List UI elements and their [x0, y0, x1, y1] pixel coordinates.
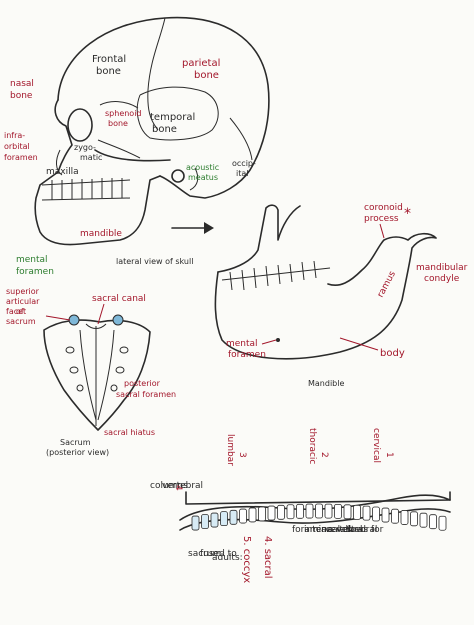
sphenoid-label: sphenoid bone: [105, 109, 144, 128]
vertebra-segment: [381, 507, 390, 523]
vertebra-segment: [410, 511, 418, 527]
vertebra-segment: [191, 515, 200, 531]
vertebra-segment: [400, 510, 409, 525]
canal-note: allows for a vertebral canal. & interver…: [292, 525, 386, 535]
vertebra-segments: [191, 503, 447, 531]
sacral-hiatus-label: sacral hiatus: [104, 428, 155, 437]
region-2-number: 2: [319, 452, 329, 458]
posterior-foramen-label: posterior sacral foramen: [116, 379, 176, 399]
vertebra-segment: [286, 504, 295, 520]
vertebra-segment: [210, 512, 219, 528]
nasal-label: nasal bone: [10, 79, 37, 101]
sacrum-caption: Sacrum (posterior view): [46, 438, 109, 457]
vertebra-segment: [315, 503, 323, 519]
vertebra-segment: [438, 515, 447, 531]
mental-foramen-label: mental foramen: [16, 255, 54, 277]
acoustic-label: acoustic meatus: [186, 163, 222, 182]
vertebra-segment: [305, 503, 314, 519]
region-3-number: 3: [237, 452, 247, 458]
coronoid-asterisk: *: [404, 206, 411, 222]
vertebra-segment: [419, 512, 428, 528]
skull-caption: lateral view of skull: [116, 257, 193, 266]
superior-facet-label: superior articular facet of sacrum: [6, 287, 42, 326]
infraorbital-label: infra- orbital foramen: [4, 131, 38, 162]
temporal-label: temporal bone: [150, 112, 199, 135]
coronoid-label: coronoid process: [364, 203, 406, 224]
occipital-label: occip- ital: [232, 159, 258, 178]
frontal-label: Frontal bone: [92, 54, 129, 77]
vertebra-segment: [372, 506, 380, 522]
vertebra-segment: [324, 503, 333, 519]
vertebra-segment: [239, 508, 247, 524]
vertebra-segment: [343, 504, 352, 520]
vertebra-segment: [258, 506, 266, 522]
sacral-label: 4. sacral: [262, 536, 273, 579]
region-3-name: lumbar: [225, 434, 235, 466]
arrowhead-icon: [204, 222, 214, 234]
coccyx-label: 5. coccyx: [241, 536, 252, 583]
vertebra-segment: [201, 514, 209, 529]
vertebra-segment: [267, 505, 276, 521]
region-2-name: thoracic: [307, 428, 317, 464]
maxilla-label: maxilla: [46, 167, 79, 177]
mandible-mental-label: mental foramen: [226, 339, 266, 360]
region-4-number: 4: [173, 485, 183, 491]
zygomatic-label: zygo- matic: [74, 143, 102, 162]
parietal-label: parietal bone: [182, 58, 224, 81]
vertebra-segment: [362, 505, 371, 521]
vertebra-segment: [248, 507, 257, 523]
sacral-canal-label: sacral canal: [92, 294, 146, 304]
region-labels: 1 cervical 2 thoracic 3 lumbar 4: [173, 428, 394, 491]
vertebra-segment: [429, 514, 437, 530]
mandible-drawing: [214, 204, 437, 360]
region-1-number: 1: [384, 452, 394, 458]
vertebra-segment: [391, 508, 399, 524]
vertebra-segment: [277, 504, 285, 520]
vertebra-segment: [220, 511, 228, 527]
ramus-label: ramus: [376, 269, 398, 299]
region-1-name: cervical: [371, 428, 381, 463]
body-label: body: [380, 348, 405, 359]
adult-note: adults: fused to sacrum: [188, 549, 246, 563]
vertebra-segment: [229, 509, 238, 525]
vertebral-columns-title: vertebral columns: [150, 481, 206, 491]
skull-drawing: [34, 16, 270, 246]
vertebra-segment: [353, 504, 361, 520]
condyle-label: mandibular condyle: [416, 263, 470, 284]
mandible-caption: Mandible: [308, 379, 344, 388]
mandible-label: mandible: [80, 229, 122, 239]
sacrum-drawing: [43, 314, 151, 431]
vertebra-segment: [334, 503, 342, 519]
vertebral-column-drawing: [179, 491, 451, 531]
vertebra-segment: [296, 503, 304, 519]
